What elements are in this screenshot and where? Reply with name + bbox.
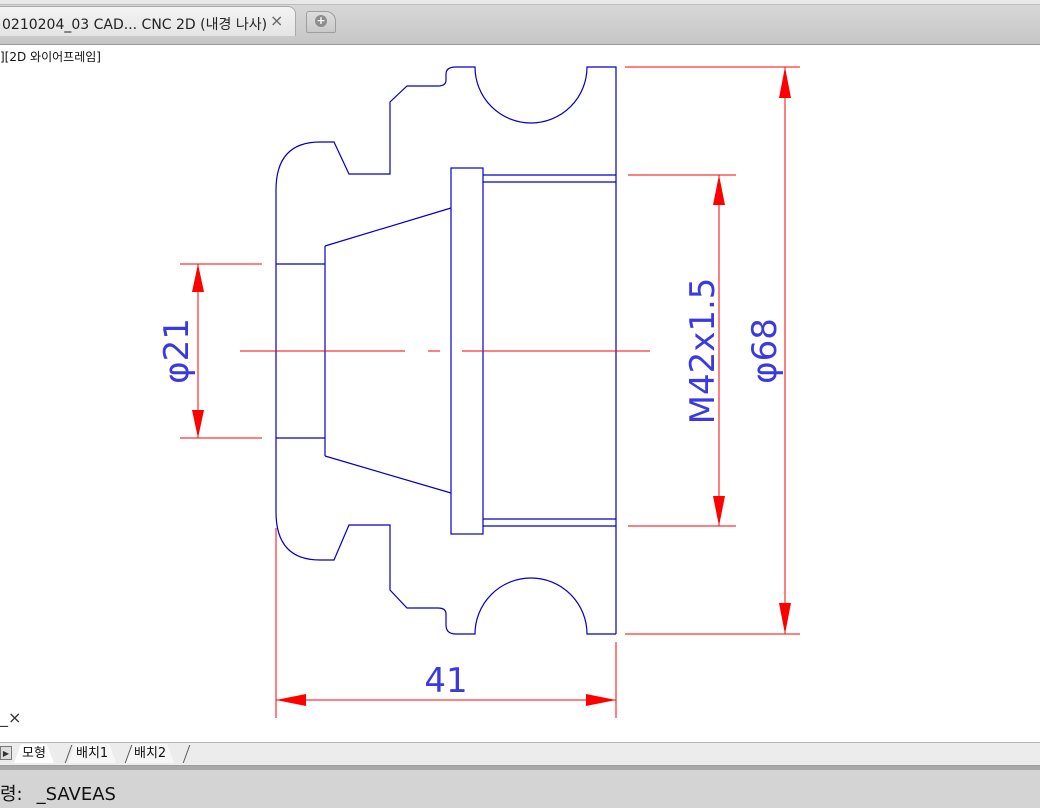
tab-separator	[182, 745, 191, 763]
arrow-21-bottom	[192, 410, 204, 438]
viewport-style-label[interactable]: ][2D 와이어프레임]	[0, 50, 101, 64]
command-prompt-label: 령:	[0, 784, 23, 805]
command-prompt: 령: _SAVEAS	[0, 780, 116, 806]
command-line[interactable]: 령: _SAVEAS	[0, 766, 1040, 808]
ucs-icon: _×	[0, 708, 22, 727]
new-tab-button[interactable]: +	[306, 11, 336, 33]
part-outline-bottom	[275, 438, 616, 635]
arrow-21-top	[192, 264, 204, 292]
dimension-texts: φ21 M42x1.5 φ68 41	[157, 278, 785, 701]
arrow-42-bottom	[713, 496, 725, 526]
document-tab[interactable]: 0210204_03 CAD... CNC 2D (내경 나사) ×	[0, 6, 296, 36]
tab-layout1[interactable]: 배치1	[68, 744, 116, 763]
document-tab-bar: 0210204_03 CAD... CNC 2D (내경 나사) × +	[0, 0, 1040, 45]
arrow-68-top	[779, 67, 791, 98]
arrow-42-top	[713, 175, 725, 205]
tab-bar-strip	[0, 0, 1040, 5]
arrow-68-bottom	[779, 603, 791, 634]
taper-top-line	[324, 207, 452, 247]
dim-text-41: 41	[424, 661, 467, 701]
plus-icon: +	[315, 14, 327, 27]
dim-text-42: M42x1.5	[683, 278, 723, 425]
close-icon[interactable]: ×	[270, 11, 284, 30]
layout-tab-bar: ▶ 모형 배치1 배치2	[0, 742, 1040, 766]
dim-text-21: φ21	[157, 318, 197, 384]
drawing-canvas[interactable]: φ21 M42x1.5 φ68 41	[0, 44, 1040, 742]
taper-bottom-line	[324, 455, 452, 494]
command-value: _SAVEAS	[36, 784, 116, 805]
tab-scroll-arrow-icon[interactable]: ▶	[0, 746, 12, 760]
document-tab-title: 0210204_03 CAD... CNC 2D (내경 나사)	[2, 17, 268, 33]
arrow-41-right	[586, 694, 616, 706]
part-outline-top	[275, 66, 617, 634]
dimension-lines	[180, 66, 800, 718]
tab-model[interactable]: 모형	[14, 744, 54, 763]
dim-text-68: φ68	[745, 318, 785, 384]
tab-layout2[interactable]: 배치2	[126, 744, 174, 763]
arrow-41-left	[276, 694, 306, 706]
